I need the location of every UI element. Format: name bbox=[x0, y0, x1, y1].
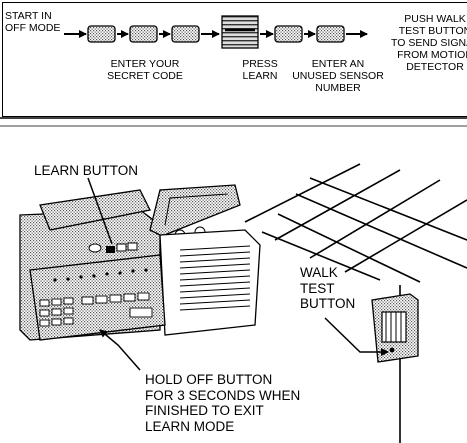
hold-off-button-label: HOLD OFF BUTTON FOR 3 SECONDS WHEN FINIS… bbox=[145, 372, 301, 434]
learn-button-label: LEARN BUTTON bbox=[34, 163, 139, 178]
enter-code-label: ENTER YOUR SECRET CODE bbox=[107, 58, 183, 82]
learn-button-leader bbox=[87, 177, 113, 245]
enter-sensor-label: ENTER AN UNUSED SENSOR NUMBER bbox=[292, 58, 384, 94]
start-step-label: START IN OFF MODE bbox=[5, 10, 61, 34]
keypad-key-icon bbox=[171, 25, 200, 43]
keypad-key-icon bbox=[316, 25, 345, 43]
flow-chart-frame bbox=[2, 2, 467, 117]
press-learn-label: PRESS LEARN bbox=[242, 58, 278, 82]
push-walk-label: PUSH WALK TEST BUTTON TO SEND SIGNAL FRO… bbox=[391, 13, 467, 73]
keypad-key-icon bbox=[274, 25, 303, 43]
hold-off-leader bbox=[99, 329, 141, 371]
flow-sequence bbox=[64, 15, 368, 49]
learn-key-icon bbox=[221, 15, 259, 49]
control-panel-icon bbox=[19, 184, 261, 341]
walk-test-button-label: WALK TEST BUTTON bbox=[300, 265, 356, 311]
ceiling-grid-icon bbox=[244, 163, 467, 443]
walk-test-leader bbox=[324, 317, 389, 356]
keypad-key-icon bbox=[87, 25, 116, 43]
keypad-key-icon bbox=[129, 25, 158, 43]
